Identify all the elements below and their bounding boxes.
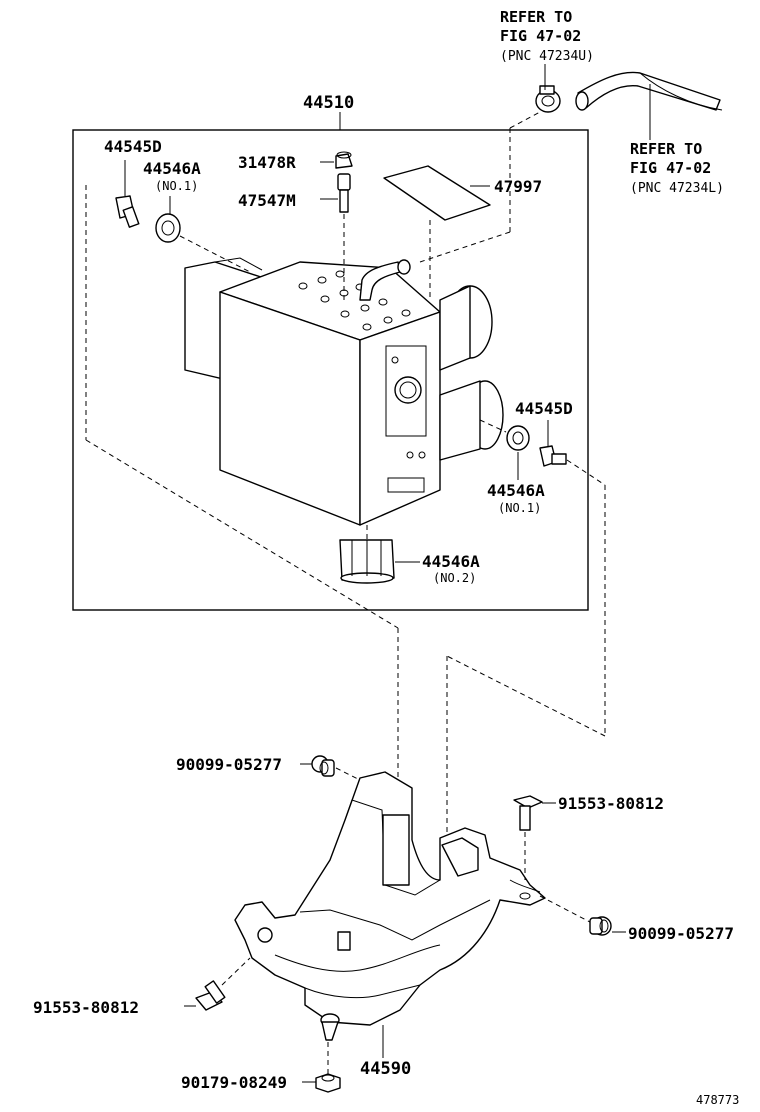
label-47997: 47997 bbox=[494, 177, 542, 196]
bolt-44545d-left bbox=[115, 195, 140, 228]
label-44510: 44510 bbox=[303, 93, 354, 113]
bushing-44546a-no2 bbox=[339, 539, 395, 584]
label-44590: 44590 bbox=[360, 1059, 411, 1079]
bracket-44590 bbox=[234, 771, 546, 1041]
abs-actuator bbox=[184, 257, 504, 526]
label-91553-80812-left: 91553-80812 bbox=[33, 998, 139, 1017]
label-44546a-right: 44546A bbox=[487, 481, 545, 500]
label-90099-05277-right: 90099-05277 bbox=[628, 924, 734, 943]
ref-right-line2: FIG 47-02 bbox=[630, 159, 711, 177]
cap-31478r bbox=[335, 151, 353, 169]
note-no2: (NO.2) bbox=[433, 571, 476, 585]
label-31478r: 31478R bbox=[238, 153, 296, 172]
label-plate bbox=[383, 165, 491, 221]
label-90099-05277-top: 90099-05277 bbox=[176, 755, 282, 774]
label-44545d-right: 44545D bbox=[515, 399, 573, 418]
nut-90179-08249 bbox=[315, 1073, 341, 1093]
nut-90099-05277-right bbox=[589, 916, 612, 936]
bushing-44546a-left bbox=[155, 213, 181, 243]
hose-clamp bbox=[535, 85, 561, 113]
ref-top-line1: REFER TO bbox=[500, 8, 572, 26]
hose-pipe bbox=[575, 71, 723, 111]
label-90179-08249: 90179-08249 bbox=[181, 1073, 287, 1092]
assembly-box bbox=[72, 129, 589, 611]
label-47547m: 47547M bbox=[238, 191, 296, 210]
label-91553-80812-right: 91553-80812 bbox=[558, 794, 664, 813]
bolt-91553-80812-right bbox=[513, 795, 543, 831]
bushing-44546a-right bbox=[506, 425, 530, 451]
label-44545d-left: 44545D bbox=[104, 137, 162, 156]
ref-right-line1: REFER TO bbox=[630, 140, 702, 158]
nut-90099-05277-top bbox=[311, 755, 335, 777]
ref-top-line3: (PNC 47234U) bbox=[500, 49, 594, 64]
note-no1-right: (NO.1) bbox=[498, 501, 541, 515]
figure-id: 478773 bbox=[696, 1093, 739, 1107]
note-no1-left: (NO.1) bbox=[155, 179, 198, 193]
label-44546a-left: 44546A bbox=[143, 159, 201, 178]
label-44546a-no2: 44546A bbox=[422, 552, 480, 571]
bolt-91553-80812-left bbox=[195, 980, 226, 1011]
bleeder-47547m bbox=[337, 173, 351, 213]
ref-top-line2: FIG 47-02 bbox=[500, 27, 581, 45]
bolt-44545d-right bbox=[539, 445, 567, 467]
ref-right-line3: (PNC 47234L) bbox=[630, 181, 724, 196]
